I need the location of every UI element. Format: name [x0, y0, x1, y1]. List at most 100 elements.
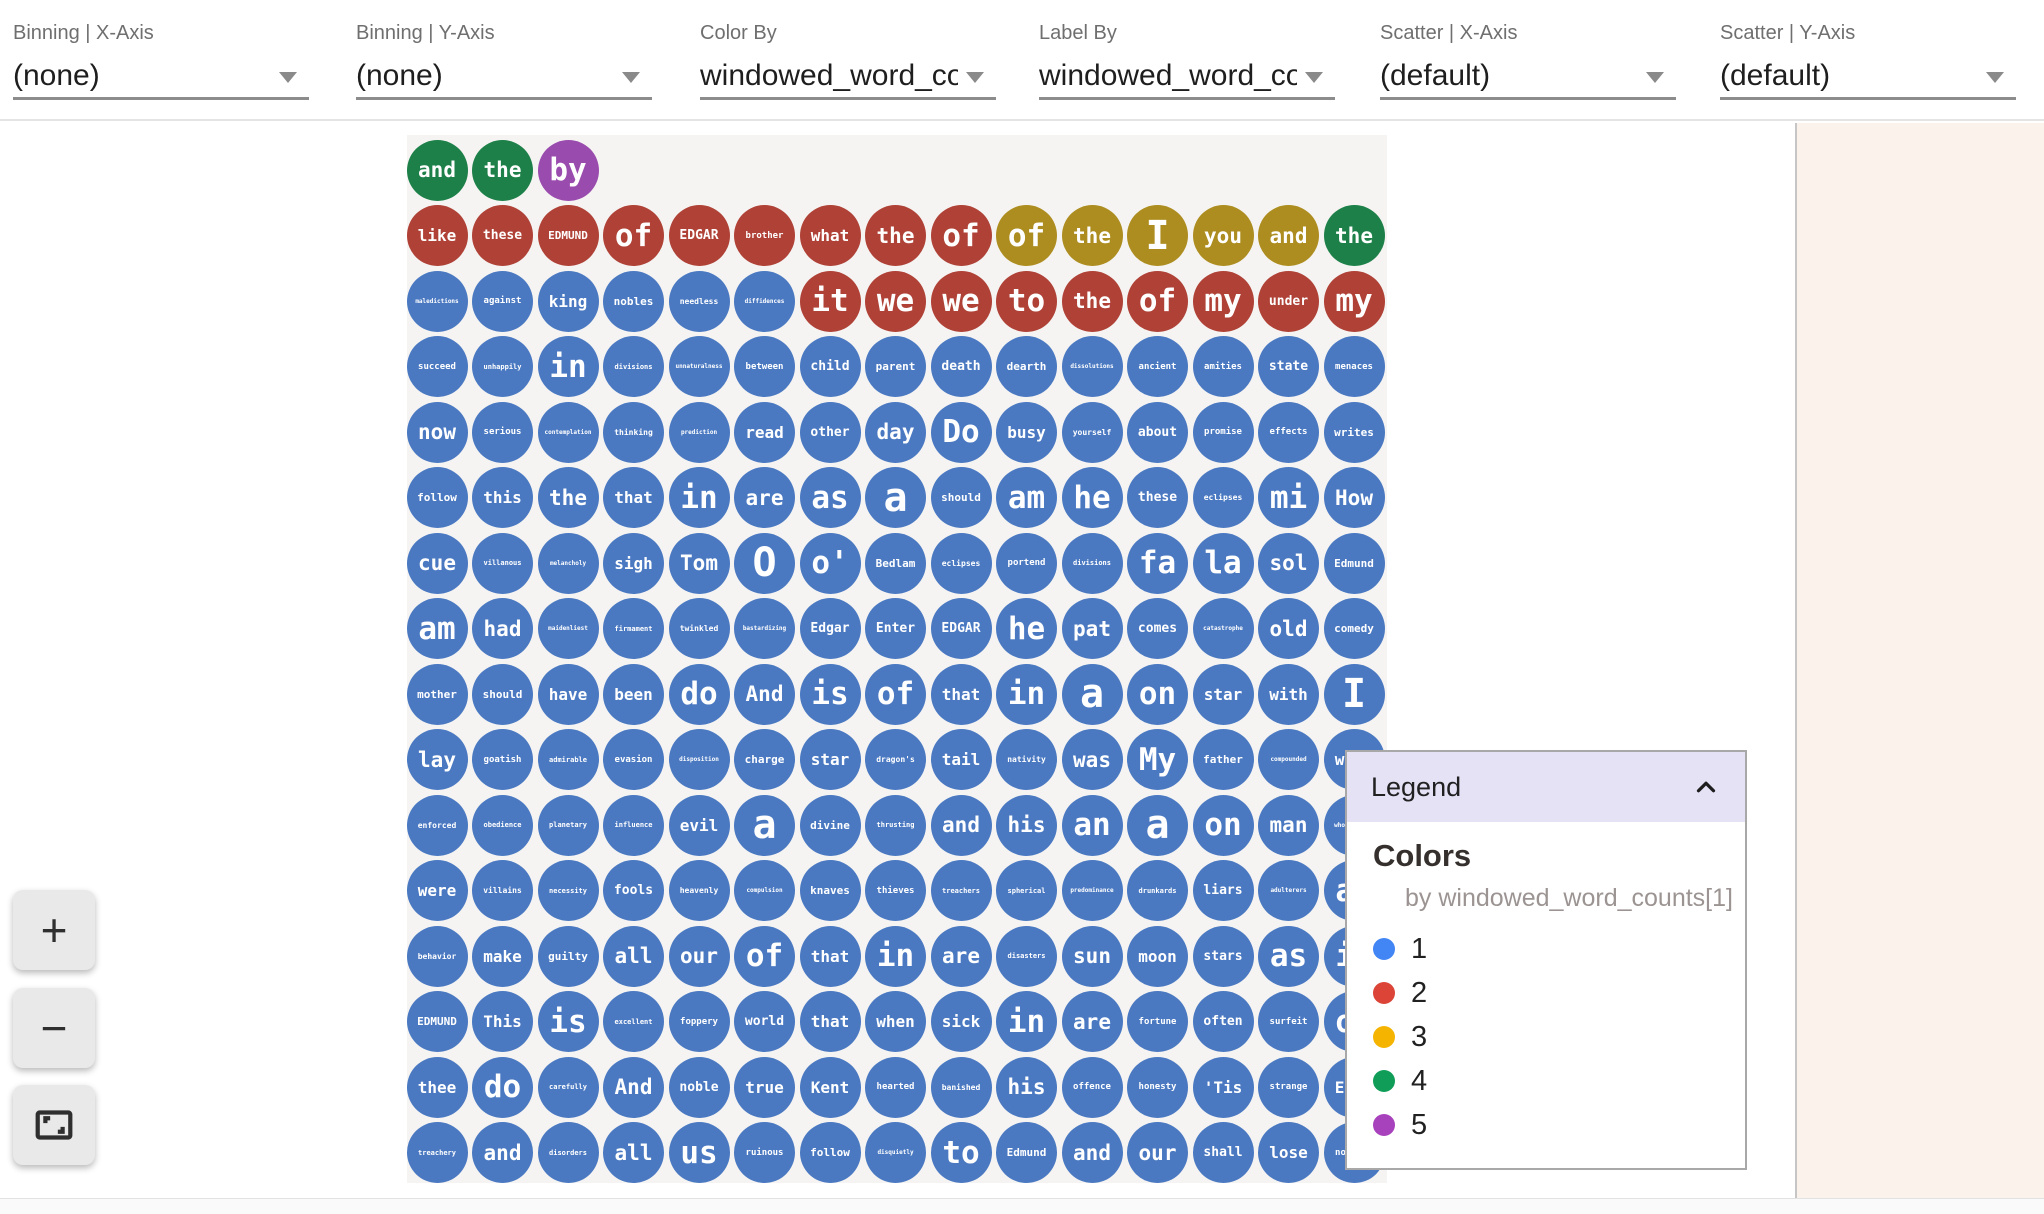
word-bubble[interactable]: unnaturalness	[668, 336, 730, 397]
word-bubble[interactable]: thieves	[865, 860, 926, 921]
word-bubble[interactable]: a	[1127, 794, 1188, 856]
word-bubble[interactable]: against	[472, 270, 533, 332]
word-bubble[interactable]: compounded	[1258, 729, 1319, 790]
word-bubble[interactable]: all	[603, 925, 664, 987]
word-bubble[interactable]: as	[799, 467, 861, 528]
word-bubble[interactable]: were	[406, 860, 468, 921]
word-bubble[interactable]: comes	[1127, 598, 1188, 659]
word-bubble[interactable]: la	[1192, 532, 1254, 594]
word-bubble[interactable]: And	[734, 663, 795, 725]
dropdown-binning-y-axis[interactable]: Binning | Y-Axis (none)	[356, 20, 652, 114]
word-bubble[interactable]: the	[865, 205, 926, 266]
word-bubble[interactable]: admirable	[537, 729, 599, 790]
word-bubble[interactable]: excellent	[603, 991, 664, 1052]
word-bubble[interactable]: How	[1323, 467, 1385, 528]
word-bubble[interactable]: banished	[930, 1056, 992, 1118]
word-bubble[interactable]: on	[1192, 794, 1254, 856]
word-bubble[interactable]: and	[1061, 1122, 1123, 1183]
word-bubble[interactable]: the	[1061, 270, 1123, 332]
word-bubble[interactable]: all	[603, 1122, 664, 1183]
word-bubble[interactable]: now	[406, 401, 468, 463]
word-bubble[interactable]: portend	[996, 532, 1057, 594]
word-bubble[interactable]: my	[1192, 270, 1254, 332]
word-bubble[interactable]: carefully	[537, 1056, 599, 1118]
word-bubble[interactable]: amities	[1192, 336, 1254, 397]
word-bubble[interactable]: is	[537, 991, 599, 1052]
word-bubble[interactable]: a	[865, 467, 926, 528]
word-bubble[interactable]: lose	[1258, 1122, 1319, 1183]
word-bubble[interactable]: hearted	[865, 1056, 926, 1118]
word-bubble[interactable]: the	[1323, 205, 1385, 266]
word-bubble[interactable]: 'Tis	[1192, 1056, 1254, 1118]
word-bubble[interactable]: am	[406, 598, 468, 659]
word-bubble[interactable]: melancholy	[537, 532, 599, 594]
word-bubble[interactable]: in	[668, 467, 730, 528]
word-bubble[interactable]: eclipses	[1192, 467, 1254, 528]
word-bubble[interactable]: his	[996, 794, 1057, 856]
chevron-up-icon[interactable]	[1691, 772, 1721, 802]
word-bubble[interactable]: EDMUND	[406, 991, 468, 1052]
word-bubble[interactable]: pat	[1061, 598, 1123, 659]
word-bubble[interactable]: maledictions	[406, 270, 468, 332]
word-bubble[interactable]: should	[930, 467, 992, 528]
word-bubble[interactable]: follow	[406, 467, 468, 528]
word-bubble[interactable]: compulsion	[734, 860, 795, 921]
word-bubble[interactable]: charge	[734, 729, 795, 790]
word-bubble[interactable]: as	[1258, 925, 1319, 987]
word-bubble[interactable]: sol	[1258, 532, 1319, 594]
word-bubble[interactable]: stars	[1192, 925, 1254, 987]
word-bubble[interactable]: foppery	[668, 991, 730, 1052]
word-bubble[interactable]: that	[930, 663, 992, 725]
word-bubble[interactable]: planetary	[537, 794, 599, 856]
word-bubble[interactable]: a	[1061, 663, 1123, 725]
word-bubble[interactable]: ancient	[1127, 336, 1188, 397]
word-bubble[interactable]: writes	[1323, 401, 1385, 463]
word-bubble[interactable]: often	[1192, 991, 1254, 1052]
word-bubble[interactable]: o'	[799, 532, 861, 594]
word-bubble[interactable]: star	[799, 729, 861, 790]
word-bubble[interactable]: Bedlam	[865, 532, 926, 594]
word-bubble[interactable]: like	[406, 205, 468, 266]
word-bubble[interactable]: EDMUND	[537, 205, 599, 266]
word-bubble[interactable]: and	[406, 139, 468, 201]
word-bubble[interactable]: old	[1258, 598, 1319, 659]
word-bubble[interactable]: offence	[1061, 1056, 1123, 1118]
word-bubble[interactable]: lay	[406, 729, 468, 790]
word-bubble[interactable]: comedy	[1323, 598, 1385, 659]
word-bubble[interactable]: mother	[406, 663, 468, 725]
word-bubble[interactable]: is	[799, 663, 861, 725]
word-bubble[interactable]: by	[537, 139, 599, 201]
word-bubble[interactable]: thee	[406, 1056, 468, 1118]
word-bubble[interactable]: maidenliest	[537, 598, 599, 659]
word-bubble[interactable]: firmament	[603, 598, 664, 659]
word-bubble[interactable]: obedience	[472, 794, 533, 856]
word-bubble[interactable]: tail	[930, 729, 992, 790]
word-bubble[interactable]: divine	[799, 794, 861, 856]
word-bubble[interactable]: what	[799, 205, 861, 266]
word-bubble[interactable]: dragon's	[865, 729, 926, 790]
word-bubble[interactable]: that	[799, 991, 861, 1052]
word-bubble[interactable]: fortune	[1127, 991, 1188, 1052]
word-bubble[interactable]: to	[930, 1122, 992, 1183]
word-bubble[interactable]: the	[537, 467, 599, 528]
word-bubble[interactable]: under	[1258, 270, 1319, 332]
legend-header[interactable]: Legend	[1347, 752, 1745, 822]
word-bubble[interactable]: we	[865, 270, 926, 332]
word-bubble[interactable]: divisions	[1061, 532, 1123, 594]
word-bubble[interactable]: thinking	[603, 401, 664, 463]
word-bubble[interactable]: follow	[799, 1122, 861, 1183]
word-bubble[interactable]: prediction	[668, 401, 730, 463]
word-bubble[interactable]: in	[996, 991, 1057, 1052]
word-bubble[interactable]: surfeit	[1258, 991, 1319, 1052]
word-bubble[interactable]: other	[799, 401, 861, 463]
word-bubble[interactable]: predominance	[1061, 860, 1123, 921]
word-bubble[interactable]: he	[996, 598, 1057, 659]
word-bubble[interactable]: evasion	[603, 729, 664, 790]
dropdown-binning-x-axis[interactable]: Binning | X-Axis (none)	[13, 20, 309, 114]
word-bubble[interactable]: are	[930, 925, 992, 987]
word-bubble[interactable]: of	[603, 205, 664, 266]
word-bubble[interactable]: thrusting	[865, 794, 926, 856]
word-bubble[interactable]: EDGAR	[668, 205, 730, 266]
word-bubble[interactable]: Tom	[668, 532, 730, 594]
word-bubble[interactable]: his	[996, 1056, 1057, 1118]
